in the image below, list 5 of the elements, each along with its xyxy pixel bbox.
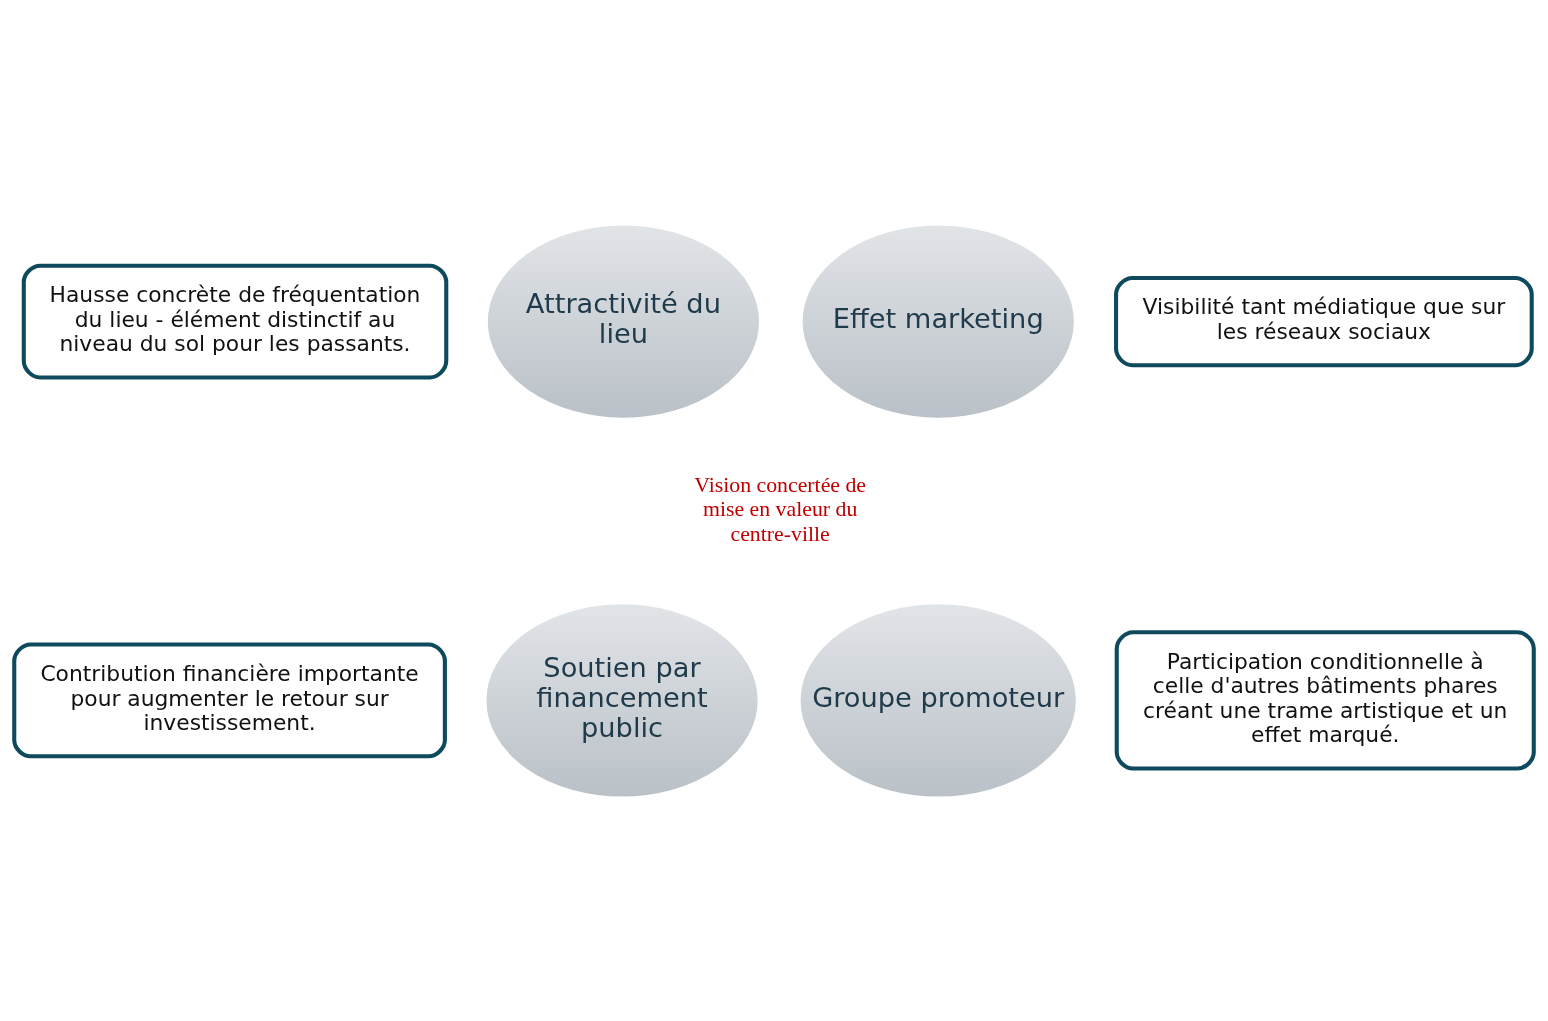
node-text: Vision concertée de mise en valeur du centre-ville xyxy=(694,472,867,546)
node-box: Visibilité tant médiatique que sur les réseaux sociaux xyxy=(1114,275,1534,367)
node-box: Hausse concrète de fréquentation du lieu - élément distinctif au niveau du sol pour les passants. xyxy=(21,263,449,379)
node-box: Participation conditionnelle à celle d'autres bâtiments phares créant une trame artistique et un effet marqué. xyxy=(1114,629,1536,771)
node-box: Contribution financière importante pour augmenter le retour sur investissement. xyxy=(12,642,447,758)
